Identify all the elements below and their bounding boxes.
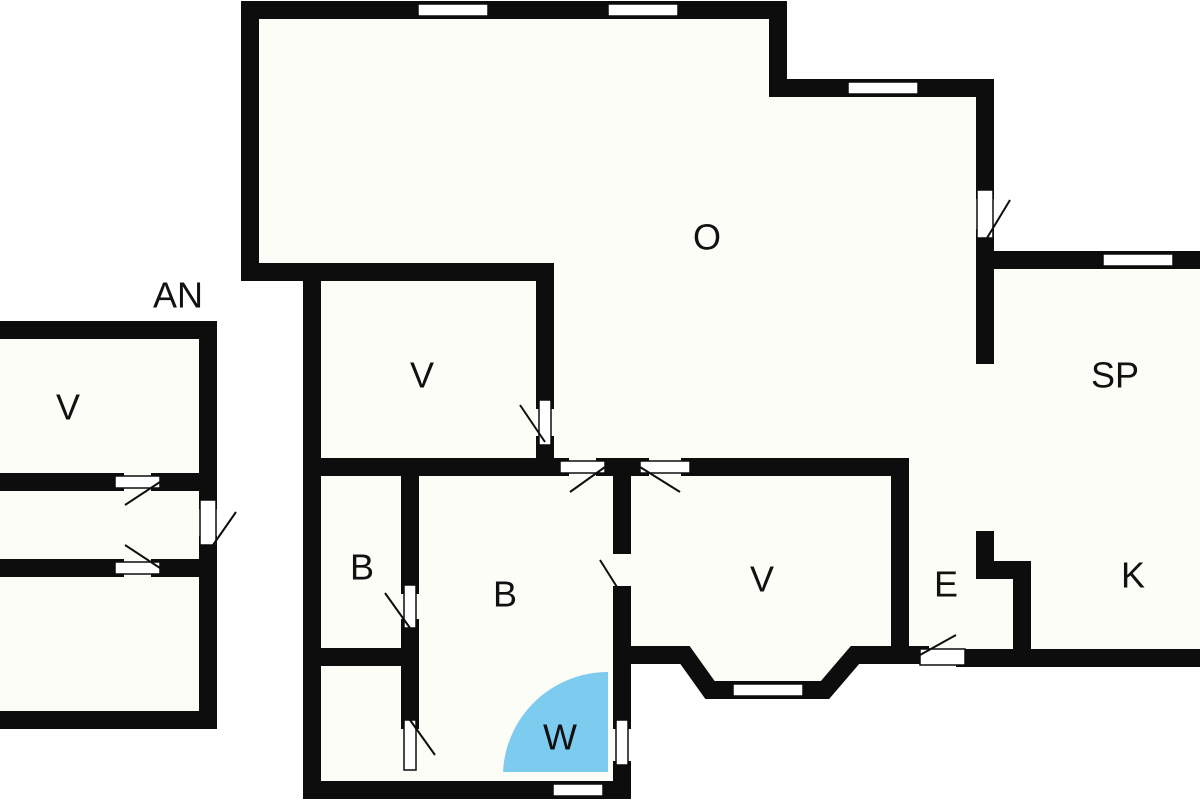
window [607,3,679,17]
label-entry: E [934,564,958,605]
label-bath: B [493,574,517,615]
laundry-area [503,671,608,772]
window [552,783,604,797]
label-room-mid: V [750,559,774,600]
label-room-top: V [410,355,434,396]
windows [417,3,1174,797]
window [732,683,804,697]
label-room-annex: V [56,387,80,428]
floor-fill [0,10,1200,790]
window [417,3,489,17]
label-annex: AN [153,275,203,316]
doors [114,189,1011,771]
label-dining: SP [1091,355,1139,396]
window [847,81,919,95]
label-kitchen: K [1121,555,1145,596]
label-laundry: W [543,717,577,758]
label-living: O [693,217,721,258]
window [615,719,629,766]
window [1102,253,1174,267]
label-bath-small: B [350,547,374,588]
